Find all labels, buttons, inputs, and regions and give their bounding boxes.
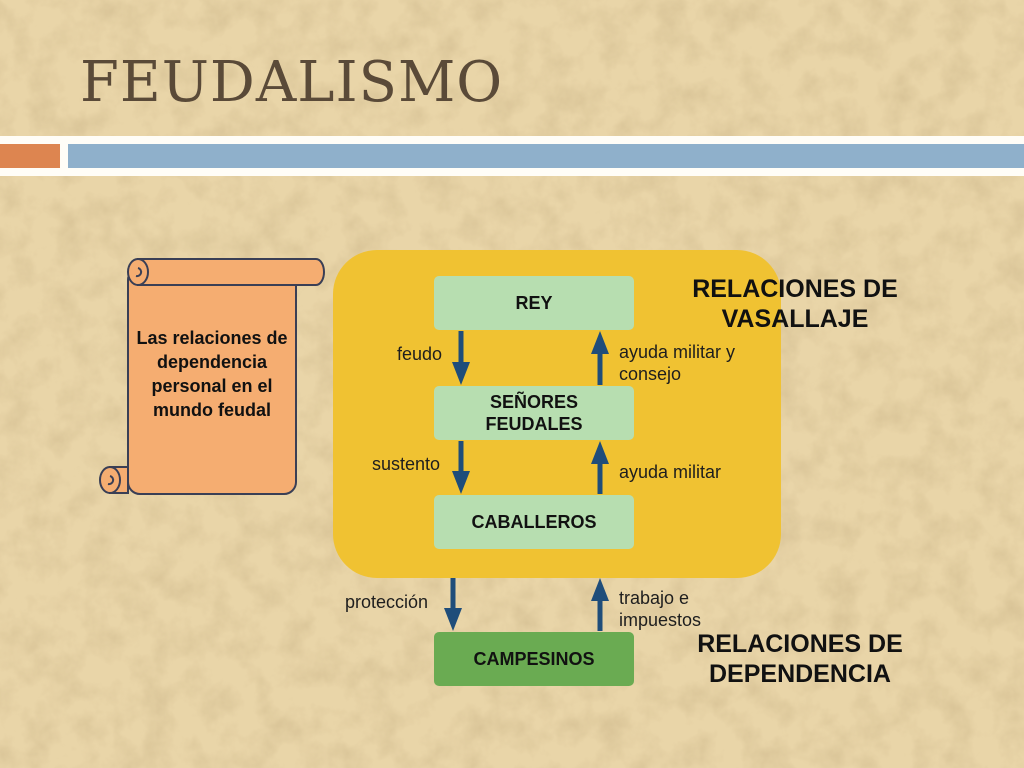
heading-relaciones-vasallaje: RELACIONES DE VASALLAJE: [692, 275, 898, 333]
label-proteccion: protección: [345, 592, 429, 612]
label-ayuda-militar: ayuda militar: [619, 462, 722, 482]
arrow-down-proteccion: [444, 578, 462, 631]
accent-bar-blue: [68, 144, 1024, 168]
box-campesinos: CAMPESINOS: [434, 632, 634, 686]
box-rey: REY: [434, 276, 634, 330]
label-sustento: sustento: [372, 454, 441, 474]
box-senores-feudales: SEÑORES FEUDALES: [434, 386, 634, 440]
arrow-down-feudo: [452, 331, 470, 385]
arrow-up-ayuda-consejo: [591, 331, 609, 385]
arrow-up-ayuda-militar: [591, 441, 609, 494]
box-caballeros: CABALLEROS: [434, 495, 634, 549]
arrow-down-sustento: [452, 441, 470, 494]
label-trabajo-impuestos: trabajo e impuestos: [619, 588, 702, 630]
label-feudo: feudo: [397, 344, 443, 364]
accent-bar-orange: [0, 144, 60, 168]
scroll-shape: [99, 258, 325, 495]
scroll-text: Las relaciones de dependencia personal e…: [136, 328, 288, 420]
label-ayuda-militar-consejo: ayuda militar y consejo: [619, 342, 736, 384]
slide-title: FEUDALISMO: [80, 50, 504, 115]
arrow-up-trabajo: [591, 578, 609, 631]
heading-relaciones-dependencia: RELACIONES DE DEPENDENCIA: [697, 630, 903, 688]
